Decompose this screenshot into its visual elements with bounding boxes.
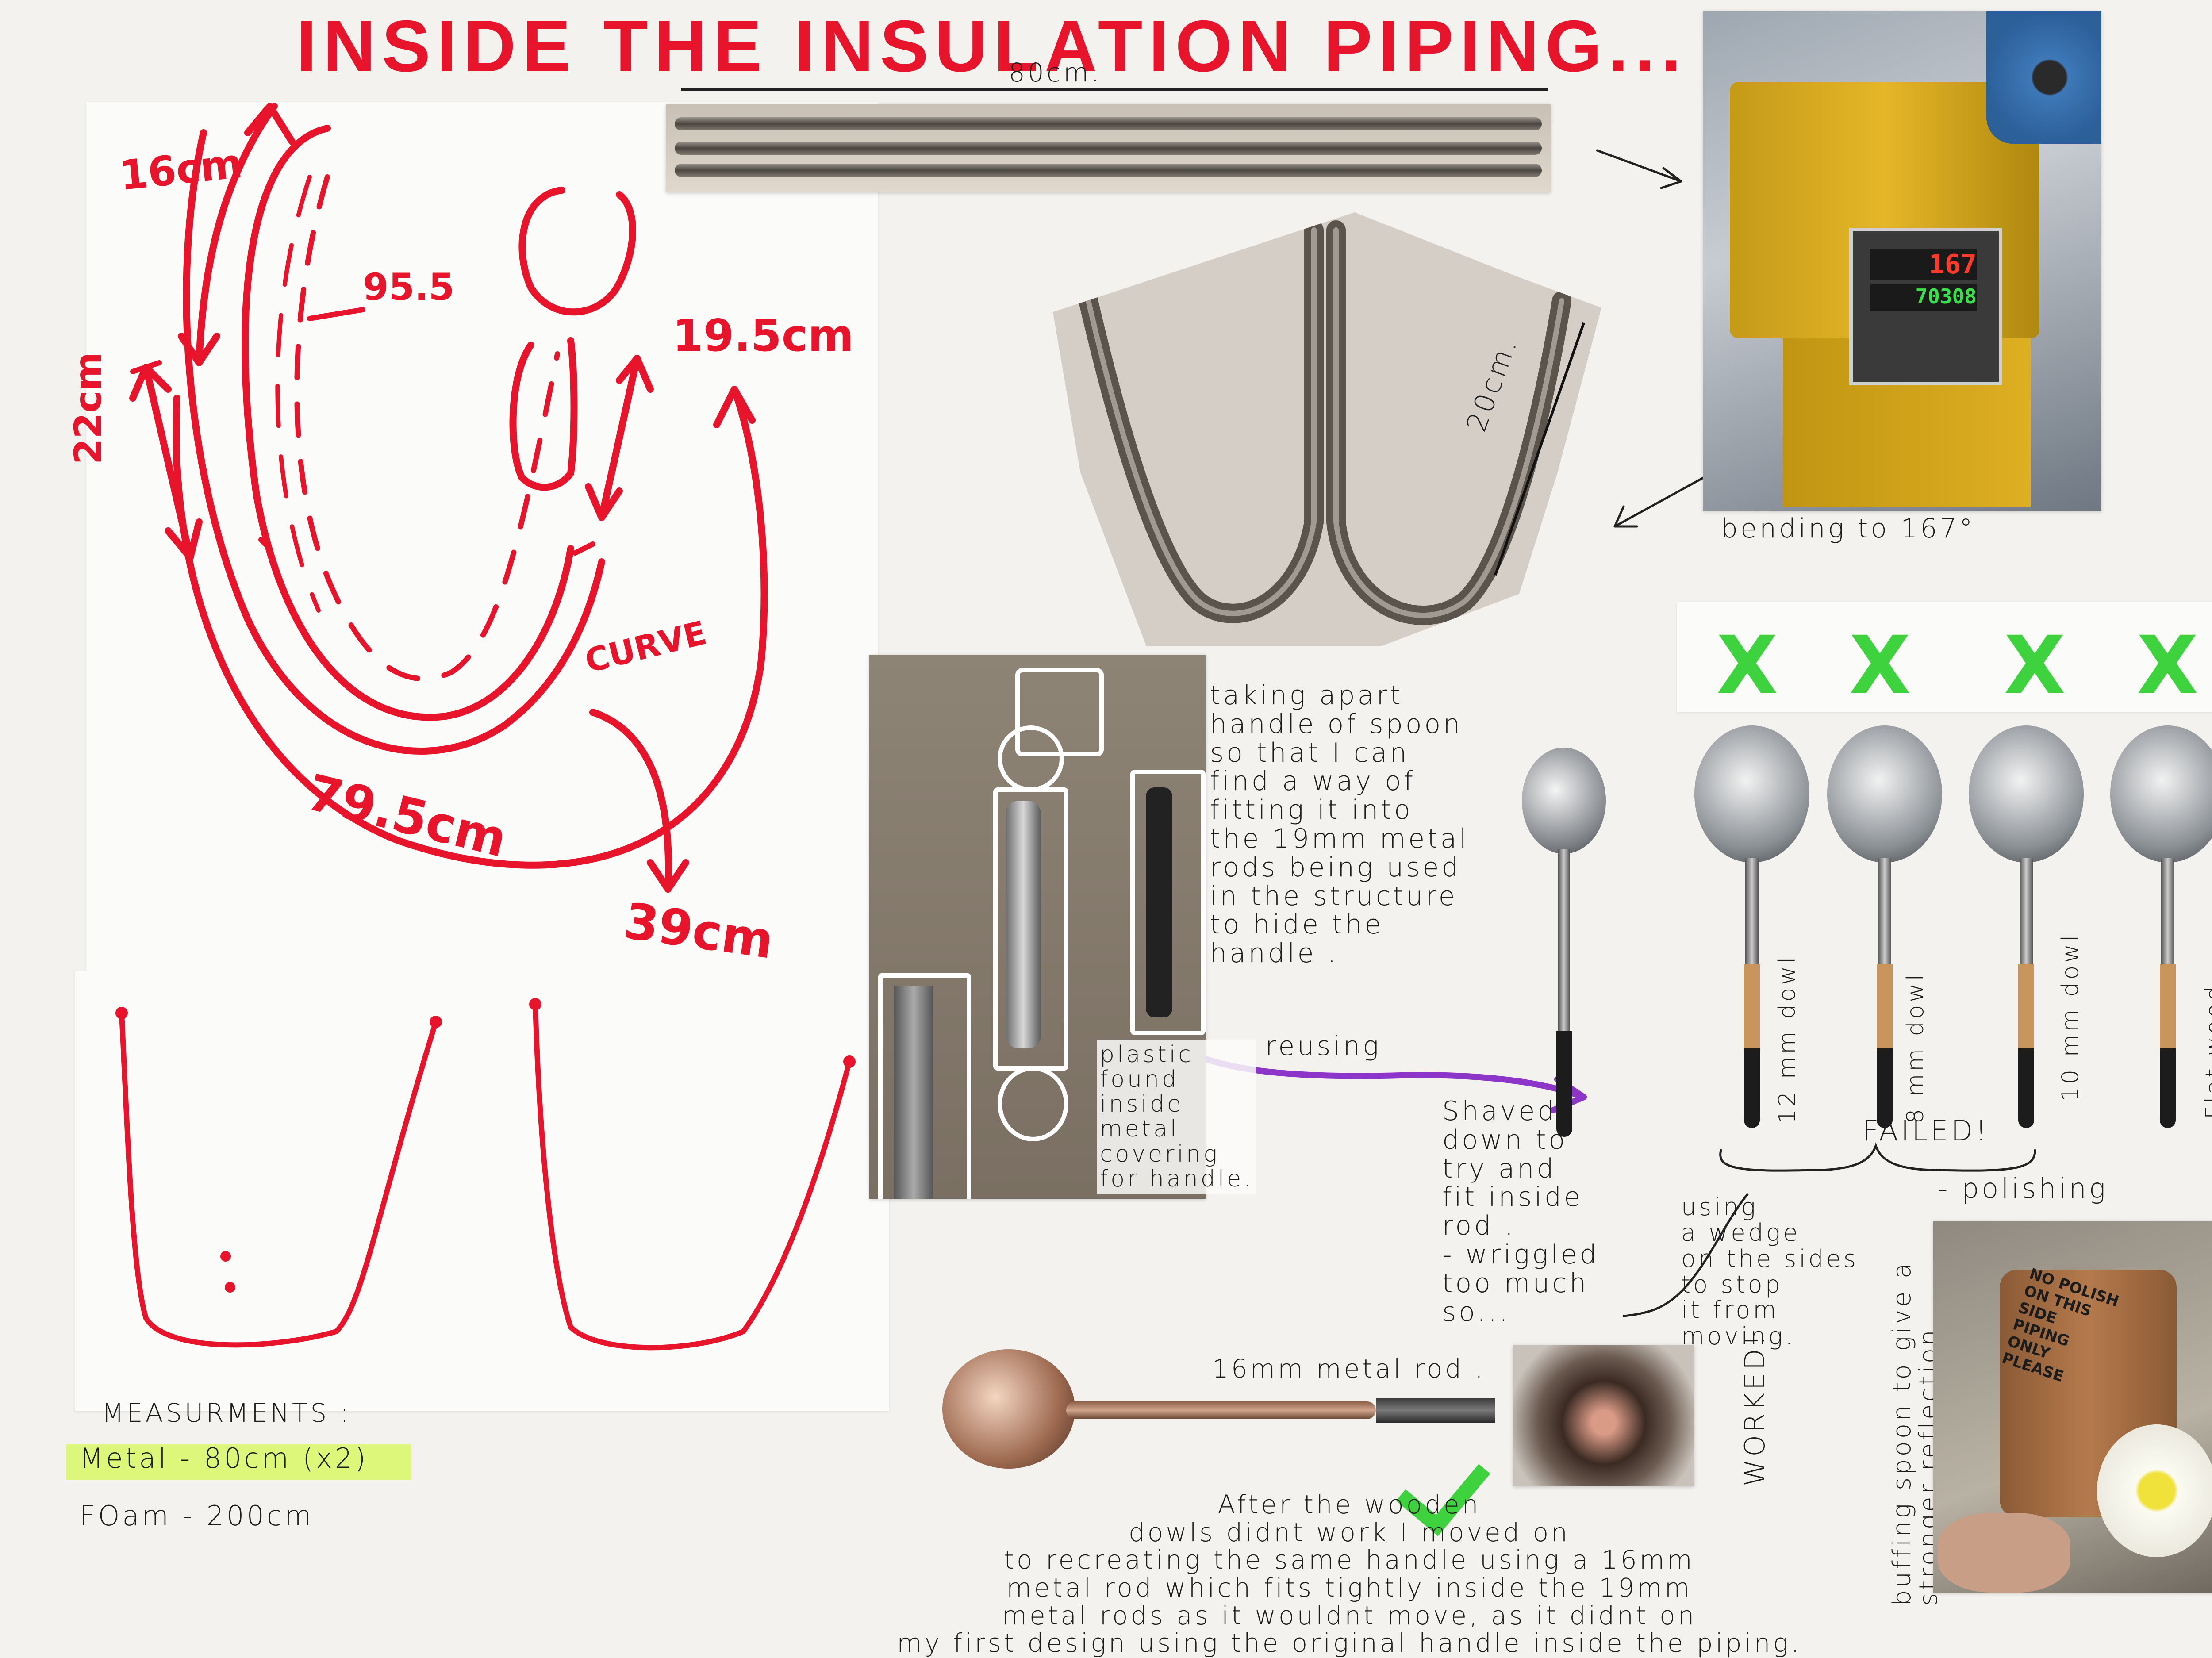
disassembly-note: taking apart handle of spoon so that I c…: [1210, 680, 1470, 969]
label-flat-wood: Flat wood: [2201, 983, 2212, 1119]
spoon-10mm: [1969, 725, 2084, 1132]
failed-label: FAILED!: [1863, 1115, 1989, 1148]
spoon-12mm: [1694, 725, 1809, 1132]
x-mark-3: X: [2004, 619, 2066, 712]
rod-label: 16mm metal rod .: [1212, 1354, 1486, 1384]
plastic-note: plastic found inside metal covering for …: [1097, 1040, 1256, 1194]
x-mark-4: X: [2137, 619, 2198, 712]
label-10mm: 10 mm dowl: [2057, 932, 2084, 1101]
metal-rods-photo: [666, 104, 1551, 192]
page-title: INSIDE THE INSULATION PIPING...: [296, 5, 1688, 87]
bent-rods-photo: [1053, 212, 1601, 646]
final-spoon: [942, 1349, 1500, 1473]
display-top: 167: [1870, 249, 1977, 280]
measurement-foam: FOam - 200cm: [80, 1500, 314, 1532]
polishing-label: - polishing: [1938, 1172, 2108, 1205]
measurement-metal: Metal - 80cm (x2): [80, 1442, 369, 1474]
measurements-heading: MEASURMENTS :: [102, 1398, 352, 1428]
label-12mm: 12 mm dowl: [1774, 954, 1801, 1124]
bending-machine-photo: 167 70308: [1703, 11, 2101, 511]
spoon-8mm: [1827, 725, 1942, 1132]
first-spoon-note: Shaved down to try and fit inside rod . …: [1442, 1096, 1599, 1328]
outline-sheet: [75, 971, 889, 1411]
polishing-machine-photo: NO POLISH ON THIS SIDE PIPING ONLY PLEAS…: [1933, 1221, 2212, 1593]
label-8mm: 8 mm dowl: [1902, 971, 1929, 1124]
display-bottom: 70308: [1870, 284, 1977, 311]
x-mark-1: X: [1717, 619, 1778, 712]
rod-inside-photo: [1513, 1345, 1694, 1486]
highlight-mark: [66, 1444, 411, 1480]
worked-label: WORKED!: [1739, 1332, 1771, 1486]
label-22cm: 22cm: [66, 352, 110, 464]
bending-caption: bending to 167°: [1721, 513, 1975, 544]
reusing-label: reusing: [1265, 1031, 1382, 1062]
final-note: After the wooden dowls didnt work I move…: [897, 1489, 1802, 1658]
x-mark-2: X: [1849, 619, 1911, 712]
rods-measure-line: [681, 88, 1548, 91]
spoon-flat-wood: [2110, 725, 2212, 1132]
label-19-5cm: 19.5cm: [672, 310, 854, 361]
x-marks-strip: [1677, 602, 2212, 712]
rods-measure-label: 80cm.: [1009, 58, 1102, 88]
label-95-5: 95.5: [363, 265, 455, 309]
shaved-spoon: [1522, 748, 1610, 1146]
wedge-note: using a wedge on the sides to stop it fr…: [1681, 1193, 1859, 1350]
